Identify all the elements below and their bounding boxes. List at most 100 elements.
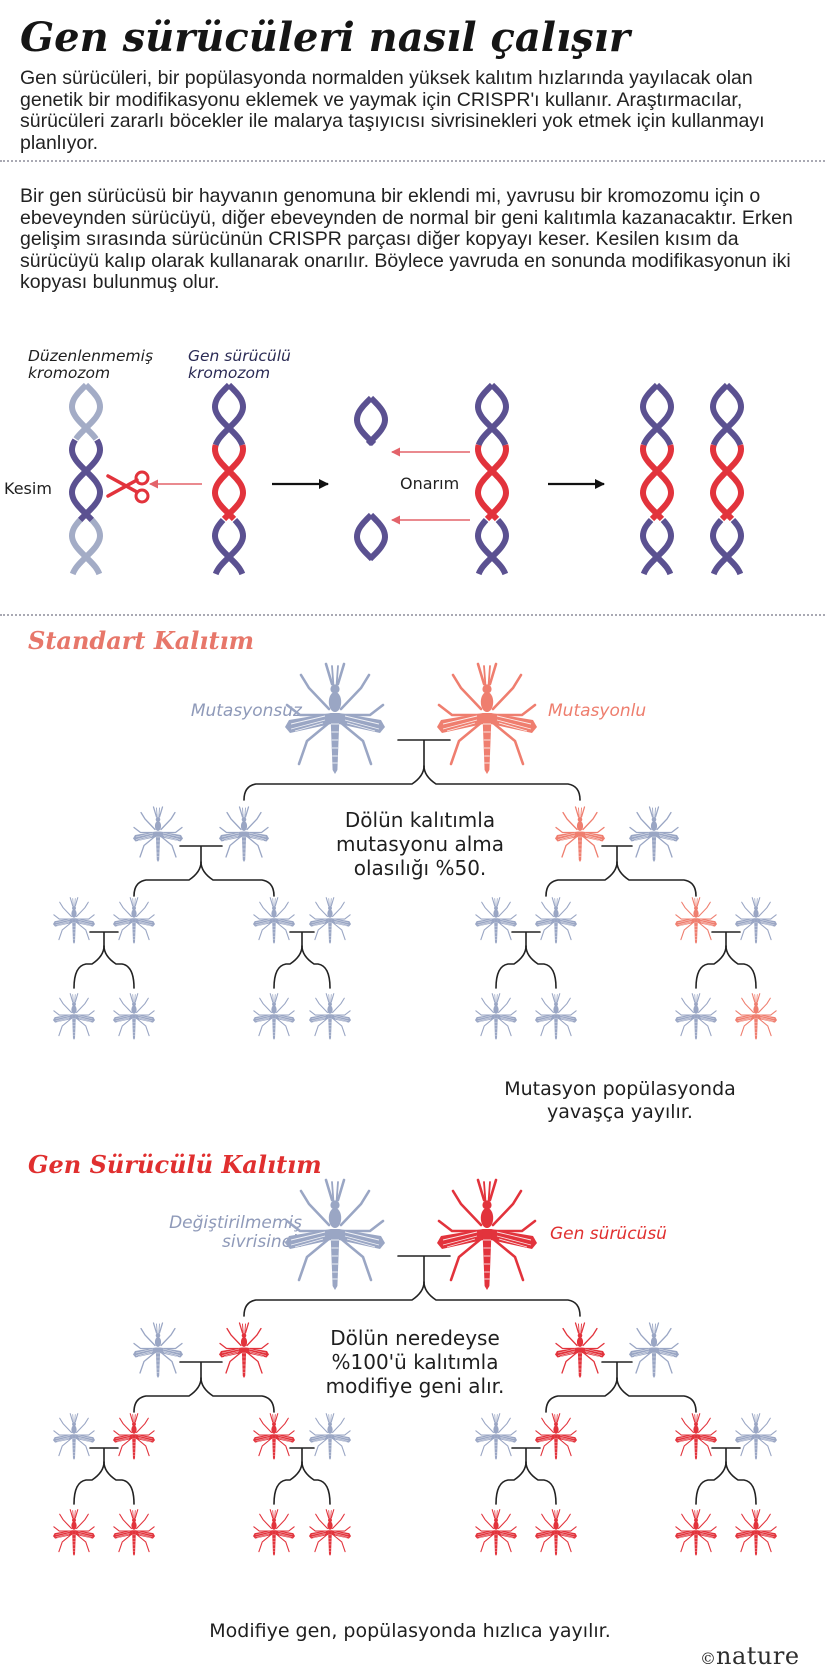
gene-drive-g0-branch-right: [423, 1281, 581, 1317]
helix-drive-2-strand: [474, 444, 510, 522]
gene-drive-g1-1-pair-bracket: [601, 1361, 633, 1379]
gene-drive-g3-pair1-b: [308, 1509, 352, 1557]
standard-parent-mod: [435, 662, 539, 776]
gene-drive-g2-1-pair-bracket: [289, 1447, 315, 1463]
helix-unedited-strand: [68, 438, 104, 523]
gene-drive-g2-0-branch-left: [73, 1461, 105, 1505]
helix-cut-top-strand: [365, 395, 389, 447]
standard-g1-pair1-a: [554, 806, 606, 863]
standard-g3-pair3-b: [734, 993, 778, 1041]
gene-drive-g1-0-branch-right: [200, 1377, 275, 1413]
standard-center-text: Dölün kalıtımla mutasyonu alma olasılığı…: [335, 808, 504, 880]
standard-g2-pair1-b: [308, 897, 352, 945]
helix-drive-1-strand: [211, 444, 247, 522]
standard-g3-pair2-b: [534, 993, 578, 1041]
gene-drive-g2-pair2-a: [474, 1413, 518, 1461]
standard-g3-pair2-a: [474, 993, 518, 1041]
helix-final-2-strand: [709, 444, 745, 522]
gene-drive-g1-1-branch-left: [545, 1377, 618, 1413]
gene-drive-parent-wild: [283, 1178, 387, 1292]
gene-drive-g1-0-pair-bracket: [179, 1361, 223, 1379]
helix-unedited-strand: [68, 438, 104, 523]
standard-g0-branch-right: [423, 765, 581, 801]
standard-g1-pair0-b: [218, 806, 270, 863]
standard-g2-pair1-a: [252, 897, 296, 945]
gene-drive-parent-mod: [435, 1178, 539, 1292]
helix-final-2-strand: [709, 444, 745, 522]
gene-drive-g1-1-branch-right: [616, 1377, 697, 1413]
standard-g3-pair1-a: [252, 993, 296, 1041]
standard-g2-2-pair-bracket: [511, 931, 541, 947]
helix-drive-2-strand: [474, 517, 509, 576]
helix-final-1-strand: [639, 444, 675, 522]
helix-cut-bottom-strand: [353, 512, 375, 562]
helix-unedited: [68, 382, 104, 576]
helix-final-2-strand: [709, 517, 744, 576]
copyright-symbol: ©: [700, 1649, 716, 1668]
standard-g2-2-branch-left: [495, 945, 527, 989]
helix-drive-2-strand: [474, 444, 510, 522]
standard-g3-pair0-a: [52, 993, 96, 1041]
helix-drive-1-strand: [211, 517, 246, 576]
gene-drive-g2-1-branch-left: [273, 1461, 303, 1505]
scissors-icon: [106, 470, 150, 504]
gene-drive-center-text: Dölün neredeyse %100'ü kalıtımla modifiy…: [325, 1326, 505, 1398]
helix-final-2: [709, 382, 745, 576]
standard-g2-1-pair-bracket: [289, 931, 315, 947]
page-title: Gen sürücüleri nasıl çalışır: [20, 14, 630, 61]
helix-drive-1-strand: [211, 444, 247, 522]
label-gene-drive: Gen sürücüsü: [550, 1224, 667, 1244]
helix-cut-bottom: [353, 512, 389, 562]
gene-drive-g2-pair2-b: [534, 1413, 578, 1461]
standard-g1-0-pair-bracket: [179, 845, 223, 863]
gene-drive-g3-pair2-b: [534, 1509, 578, 1557]
standard-title: Standart Kalıtım: [28, 626, 255, 655]
gene-drive-g2-pair1-a: [252, 1413, 296, 1461]
gene-drive-g2-pair1-b: [308, 1413, 352, 1461]
gene-drive-g2-2-branch-left: [495, 1461, 527, 1505]
standard-g0-branch-left: [243, 765, 425, 801]
standard-g2-0-branch-right: [103, 945, 135, 989]
label-unedited-chromosome: Düzenlenmemiş kromozom: [28, 347, 154, 382]
helix-drive-2: [474, 382, 510, 576]
standard-g2-pair3-a: [674, 897, 718, 945]
helix-drive-2-strand: [475, 517, 510, 576]
standard-g2-1-branch-left: [273, 945, 303, 989]
gene-drive-g1-pair0-a: [132, 1322, 184, 1379]
gene-drive-g1-0-branch-left: [133, 1377, 202, 1413]
gene-drive-g1-pair0-b: [218, 1322, 270, 1379]
gene-drive-g2-3-branch-left: [695, 1461, 727, 1505]
standard-g2-0-pair-bracket: [89, 931, 119, 947]
gene-drive-g3-pair1-a: [252, 1509, 296, 1557]
helix-final-1-strand: [639, 382, 674, 447]
standard-g2-3-branch-right: [725, 945, 757, 989]
gene-drive-g3-pair0-a: [52, 1509, 96, 1557]
standard-parent-wild: [283, 662, 387, 776]
label-wild-type: Mutasyonsuz: [190, 701, 302, 721]
helix-drive-1-strand: [211, 382, 246, 447]
helix-drive-2-strand: [475, 382, 510, 447]
divider-1: [0, 160, 825, 162]
gene-drive-g3-pair0-b: [112, 1509, 156, 1557]
divider-2: [0, 614, 825, 616]
gene-drive-g2-pair3-b: [734, 1413, 778, 1461]
standard-g3-pair1-b: [308, 993, 352, 1041]
label-drive-chromosome: Gen sürücülü kromozom: [188, 347, 291, 382]
helix-final-1-strand: [640, 382, 675, 447]
gene-drive-g2-2-branch-right: [525, 1461, 557, 1505]
gene-drive-g3-pair3-b: [734, 1509, 778, 1557]
helix-final-1-strand: [640, 517, 675, 576]
standard-g1-1-branch-right: [616, 861, 697, 897]
label-mutant: Mutasyonlu: [548, 701, 647, 721]
label-cut: Kesim: [4, 479, 52, 498]
gene-drive-g2-pair0-a: [52, 1413, 96, 1461]
standard-g2-pair2-b: [534, 897, 578, 945]
helix-final-2-strand: [710, 517, 745, 576]
gene-drive-g2-pair0-b: [112, 1413, 156, 1461]
standard-g1-1-branch-left: [545, 861, 618, 897]
standard-pair-bracket: [397, 739, 451, 767]
gene-drive-footer-text: Modifiye gen, popülasyonda hızlıca yayıl…: [209, 1620, 611, 1642]
gene-drive-g2-3-pair-bracket: [711, 1447, 741, 1463]
gene-drive-g1-pair1-a: [554, 1322, 606, 1379]
